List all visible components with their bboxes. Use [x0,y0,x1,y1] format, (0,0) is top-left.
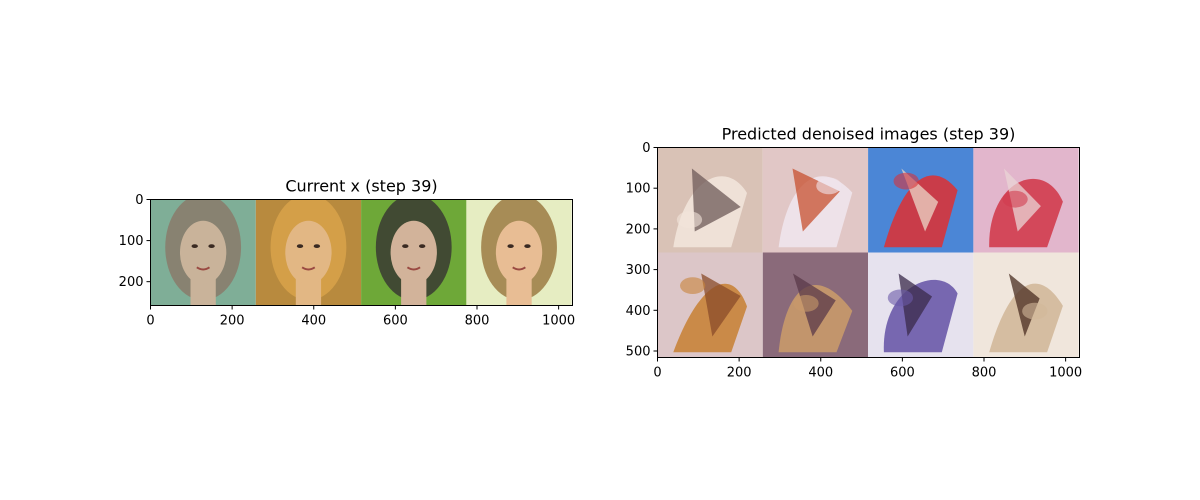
x-tick-label: 0 [653,366,661,381]
y-tick-label: 0 [642,141,650,156]
image-tile [657,147,763,253]
image-tile [973,252,1079,358]
image-grid [150,199,572,306]
eye-shape [313,244,321,249]
x-tick-label: 0 [146,314,154,329]
abstract-shape [701,273,741,337]
mouth-shape [301,266,316,271]
chart-title: Current x (step 39) [285,177,437,196]
face-shape [285,220,332,285]
eye-shape [419,244,426,249]
abstract-shape [887,289,914,307]
x-tick-label: 600 [383,314,408,329]
mouth-shape [196,266,211,271]
abstract-shape [1008,273,1040,337]
image-tile [762,147,869,253]
eye-shape [524,244,531,249]
face-shape [495,220,543,285]
image-tile [762,252,869,358]
x-tick-label: 800 [465,314,490,329]
y-tick-label: 200 [626,222,651,237]
abstract-shape [893,172,919,190]
image-tile [868,252,974,358]
x-tick-label: 200 [727,366,752,381]
abstract-shape [691,168,741,232]
y-tick-label: 500 [626,344,651,359]
x-tick-label: 600 [890,366,915,381]
image-tile [150,199,256,306]
x-tick-label: 200 [220,314,245,329]
y-tick-label: 200 [119,275,144,290]
x-tick-label: 400 [808,366,833,381]
image-panel-2: Predicted denoised images (step 39) 0 200 4… [626,125,1082,381]
mouth-shape [512,266,526,271]
axes-frame [150,199,573,306]
eye-shape [402,244,409,249]
image-tile [657,252,763,358]
x-tick-label: 400 [301,314,326,329]
abstract-shape [676,211,703,229]
image-tile [255,199,362,306]
y-tick-label: 100 [626,182,651,197]
abstract-shape [1002,190,1028,208]
face-shape [179,220,227,285]
abstract-shape [816,177,842,195]
x-tick-label: 1000 [1049,366,1082,381]
eye-shape [296,244,304,249]
chart-title: Predicted denoised images (step 39) [722,125,1016,144]
eye-shape [191,244,198,249]
image-panel-1: Current x (step 39) 0 200 400 600 800 1000 0 100… [119,177,575,329]
mouth-shape [406,266,421,271]
abstract-shape [898,273,933,337]
y-tick-label: 100 [119,234,144,249]
abstract-shape [680,277,706,295]
y-tick-label: 300 [626,263,651,278]
y-tick-label: 0 [135,193,143,208]
face-shape [390,220,437,285]
axes-frame [657,147,1080,358]
image-tile [361,199,467,306]
abstract-shape [792,168,840,232]
image-tile [466,199,572,306]
y-tick-label: 400 [626,304,651,319]
x-tick-label: 1000 [542,314,575,329]
x-tick-label: 800 [972,366,997,381]
abstract-shape [793,294,819,312]
image-tile [868,147,974,253]
abstract-shape [1022,302,1048,320]
eye-shape [208,244,215,249]
image-grid [657,147,1079,358]
eye-shape [507,244,514,249]
image-tile [973,147,1079,253]
